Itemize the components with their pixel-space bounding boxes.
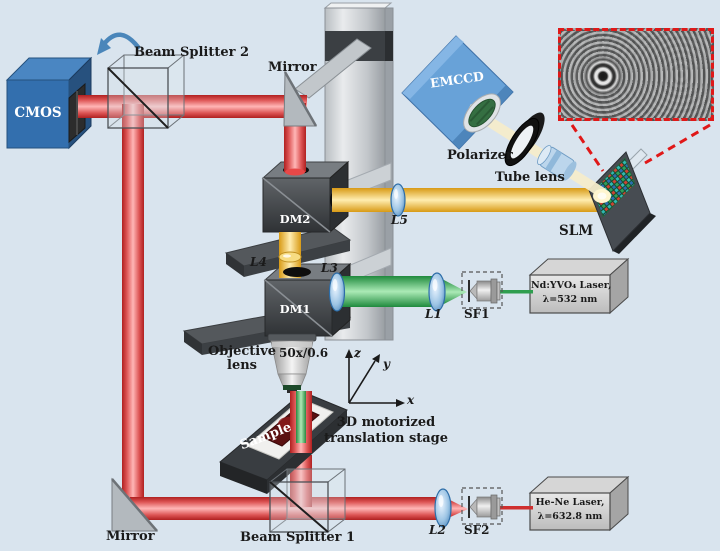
objective-label-line1: Objective	[207, 344, 277, 359]
dm2-beam-glow	[285, 168, 305, 176]
objective-spec-label: 50x/0.6	[279, 346, 329, 360]
spatial-filter-sf2	[461, 487, 503, 525]
tube-lens	[537, 145, 577, 181]
hologram-inset	[558, 28, 714, 121]
green-laser-label: Nd:YVO₄ Laser, λ=532 nm	[531, 279, 612, 307]
polarizer-label: Polarizer	[447, 148, 513, 163]
l1-label: L1	[425, 307, 442, 321]
slm-body	[588, 151, 651, 252]
red-laser-name: He-Ne Laser,	[535, 497, 605, 508]
slm-beam-spot-core	[597, 192, 607, 200]
sf2-label: SF2	[464, 523, 490, 537]
axis-x-label: x	[407, 393, 415, 407]
beam-splitter-2-label: Beam Splitter 2	[134, 45, 250, 60]
spatial-filter-sf1	[461, 271, 503, 309]
dm1-label: DM1	[279, 302, 311, 316]
inset-connector-left	[570, 124, 605, 172]
lens-l4	[278, 251, 302, 263]
green-laser-wavelength: λ=532 nm	[542, 293, 598, 305]
l4-label: L4	[250, 255, 267, 269]
beam-splitter-2	[107, 54, 185, 129]
green-laser-name: Nd:YVO₄ Laser,	[531, 280, 612, 291]
axis-z-label: z	[354, 346, 361, 360]
red-beam-bottom	[130, 497, 446, 520]
cmos-label: CMOS	[14, 105, 62, 121]
mirror-bottom-label: Mirror	[106, 529, 155, 544]
mirror-bottom	[111, 477, 159, 532]
objective-label-line2: lens	[227, 358, 257, 374]
l2-label: L2	[429, 523, 446, 537]
green-beam-main	[336, 276, 442, 307]
objective-lens	[267, 333, 317, 393]
red-beam-cone	[446, 498, 468, 519]
polarizer	[504, 112, 545, 167]
l3-label: L3	[321, 261, 338, 275]
dm2-label: DM2	[279, 212, 311, 226]
stage-label-line1: 3D motorized	[336, 415, 436, 430]
slm-label: SLM	[559, 223, 594, 239]
red-laser-box	[528, 475, 630, 532]
sf1-label: SF1	[464, 307, 490, 321]
mirror-top-label: Mirror	[268, 60, 317, 75]
mirror-top	[283, 70, 318, 127]
inset-connector-right	[644, 123, 711, 165]
yellow-beam-main	[332, 188, 602, 212]
tube-lens-label: Tube lens	[495, 170, 565, 185]
emccd-sensor-aperture	[463, 93, 501, 133]
lens-l5	[390, 183, 406, 217]
green-beam-core	[296, 391, 306, 443]
lens-l1	[428, 272, 446, 312]
green-laser-box	[528, 257, 630, 315]
green-beam-cone	[442, 279, 467, 305]
red-beam-thin	[496, 506, 533, 510]
red-beam-reference-vertical	[122, 104, 144, 504]
beam-splitter-1-label: Beam Splitter 1	[240, 530, 356, 545]
red-laser-label: He-Ne Laser, λ=632.8 nm	[531, 496, 609, 524]
axis-y-label: y	[383, 357, 390, 371]
green-beam-thin	[496, 290, 533, 294]
beam-splitter-1	[269, 468, 346, 533]
coordinate-axes	[345, 349, 405, 407]
l5-label: L5	[391, 213, 408, 227]
rotation-arrow-icon	[97, 32, 141, 55]
stage-label-line2: translation stage	[323, 430, 449, 446]
red-laser-wavelength: λ=632.8 nm	[537, 510, 603, 522]
dm1-top-aperture	[283, 267, 311, 277]
lens-l3	[328, 272, 346, 312]
lens-l2	[434, 488, 452, 528]
